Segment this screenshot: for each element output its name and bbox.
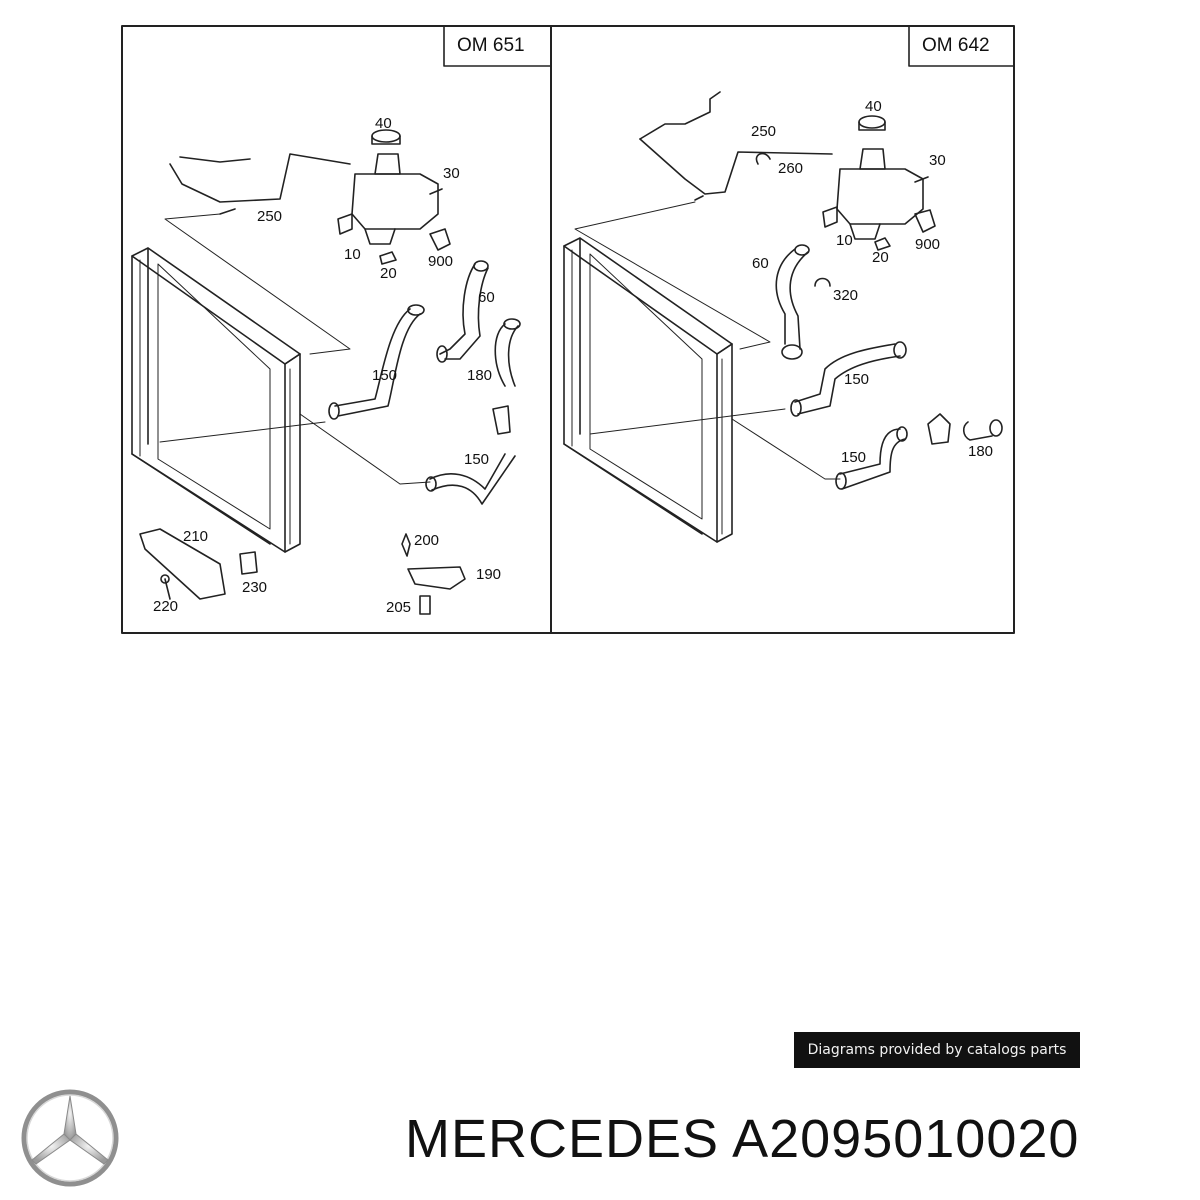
callout-label: 40 bbox=[865, 98, 882, 115]
callout-label: 250 bbox=[257, 208, 283, 225]
callout-label: 150 bbox=[841, 449, 867, 466]
callout-label: 230 bbox=[242, 579, 268, 596]
callout-label: 180 bbox=[968, 443, 994, 460]
diagram-drawing bbox=[121, 25, 1015, 634]
callout-label: 150 bbox=[464, 451, 490, 468]
panel-title-om642: OM 642 bbox=[922, 35, 990, 56]
callout-label: 150 bbox=[372, 367, 398, 384]
callout-label: 190 bbox=[476, 566, 502, 583]
part-number: A2095010020 bbox=[732, 1109, 1080, 1169]
callout-label: 20 bbox=[872, 249, 889, 266]
parts-diagram: OM 651 OM 642 40 30 250 10 20 900 60 150… bbox=[120, 24, 1016, 635]
diagram-credit-text: Diagrams provided by catalogs parts bbox=[807, 1042, 1067, 1058]
callout-label: 900 bbox=[428, 253, 454, 270]
callout-label: 220 bbox=[153, 598, 179, 615]
callout-label: 180 bbox=[467, 367, 493, 384]
panel-title-om651: OM 651 bbox=[457, 35, 525, 56]
brand-name: MERCEDES bbox=[405, 1109, 720, 1169]
diagram-credit-badge: Diagrams provided by catalogs parts bbox=[794, 1032, 1080, 1068]
callout-label: 10 bbox=[836, 232, 853, 249]
callout-label: 10 bbox=[344, 246, 361, 263]
callout-label: 30 bbox=[443, 165, 460, 182]
callout-label: 900 bbox=[915, 236, 941, 253]
callout-label: 205 bbox=[386, 599, 412, 616]
callout-label: 200 bbox=[414, 532, 440, 549]
callout-label: 40 bbox=[375, 115, 392, 132]
callout-label: 20 bbox=[380, 265, 397, 282]
callout-label: 250 bbox=[751, 123, 777, 140]
callout-label: 320 bbox=[833, 287, 859, 304]
callout-label: 260 bbox=[778, 160, 804, 177]
callout-label: 150 bbox=[844, 371, 870, 388]
mercedes-star-icon bbox=[20, 1088, 120, 1188]
brand-heading: MERCEDES A2095010020 bbox=[405, 1108, 1079, 1170]
callout-label: 30 bbox=[929, 152, 946, 169]
callout-label: 60 bbox=[752, 255, 769, 272]
callout-label: 210 bbox=[183, 528, 209, 545]
callout-label: 60 bbox=[478, 289, 495, 306]
